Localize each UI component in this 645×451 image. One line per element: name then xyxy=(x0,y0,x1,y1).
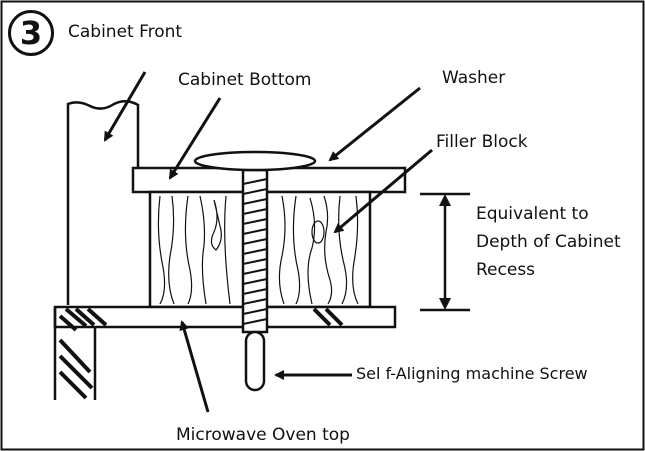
microwave-oven-top-panel xyxy=(53,305,397,400)
microwave-top-leader xyxy=(179,320,210,413)
label-equivalent-line1: Equivalent to xyxy=(476,204,589,224)
label-microwave-oven-top: Microwave Oven top xyxy=(176,425,350,445)
step-number-badge: 3 xyxy=(8,10,54,56)
label-washer: Washer xyxy=(442,68,506,88)
filler-block-leader xyxy=(333,148,433,234)
recess-depth-dimension xyxy=(420,192,470,312)
self-aligning-machine-screw xyxy=(241,168,269,392)
label-filler-block: Filler Block xyxy=(436,132,528,152)
cabinet-front-leader xyxy=(103,71,147,142)
cabinet-bottom-leader xyxy=(168,97,222,180)
label-screw: Sel f-Aligning machine Screw xyxy=(356,364,588,383)
label-equivalent-line2: Depth of Cabinet xyxy=(476,232,621,252)
washer-leader xyxy=(328,86,421,162)
label-equivalent-line3: Recess xyxy=(476,260,536,280)
cabinet-front-panel xyxy=(66,100,140,305)
label-cabinet-front: Cabinet Front xyxy=(68,22,183,42)
washer xyxy=(193,150,317,172)
label-cabinet-bottom: Cabinet Bottom xyxy=(178,70,312,90)
